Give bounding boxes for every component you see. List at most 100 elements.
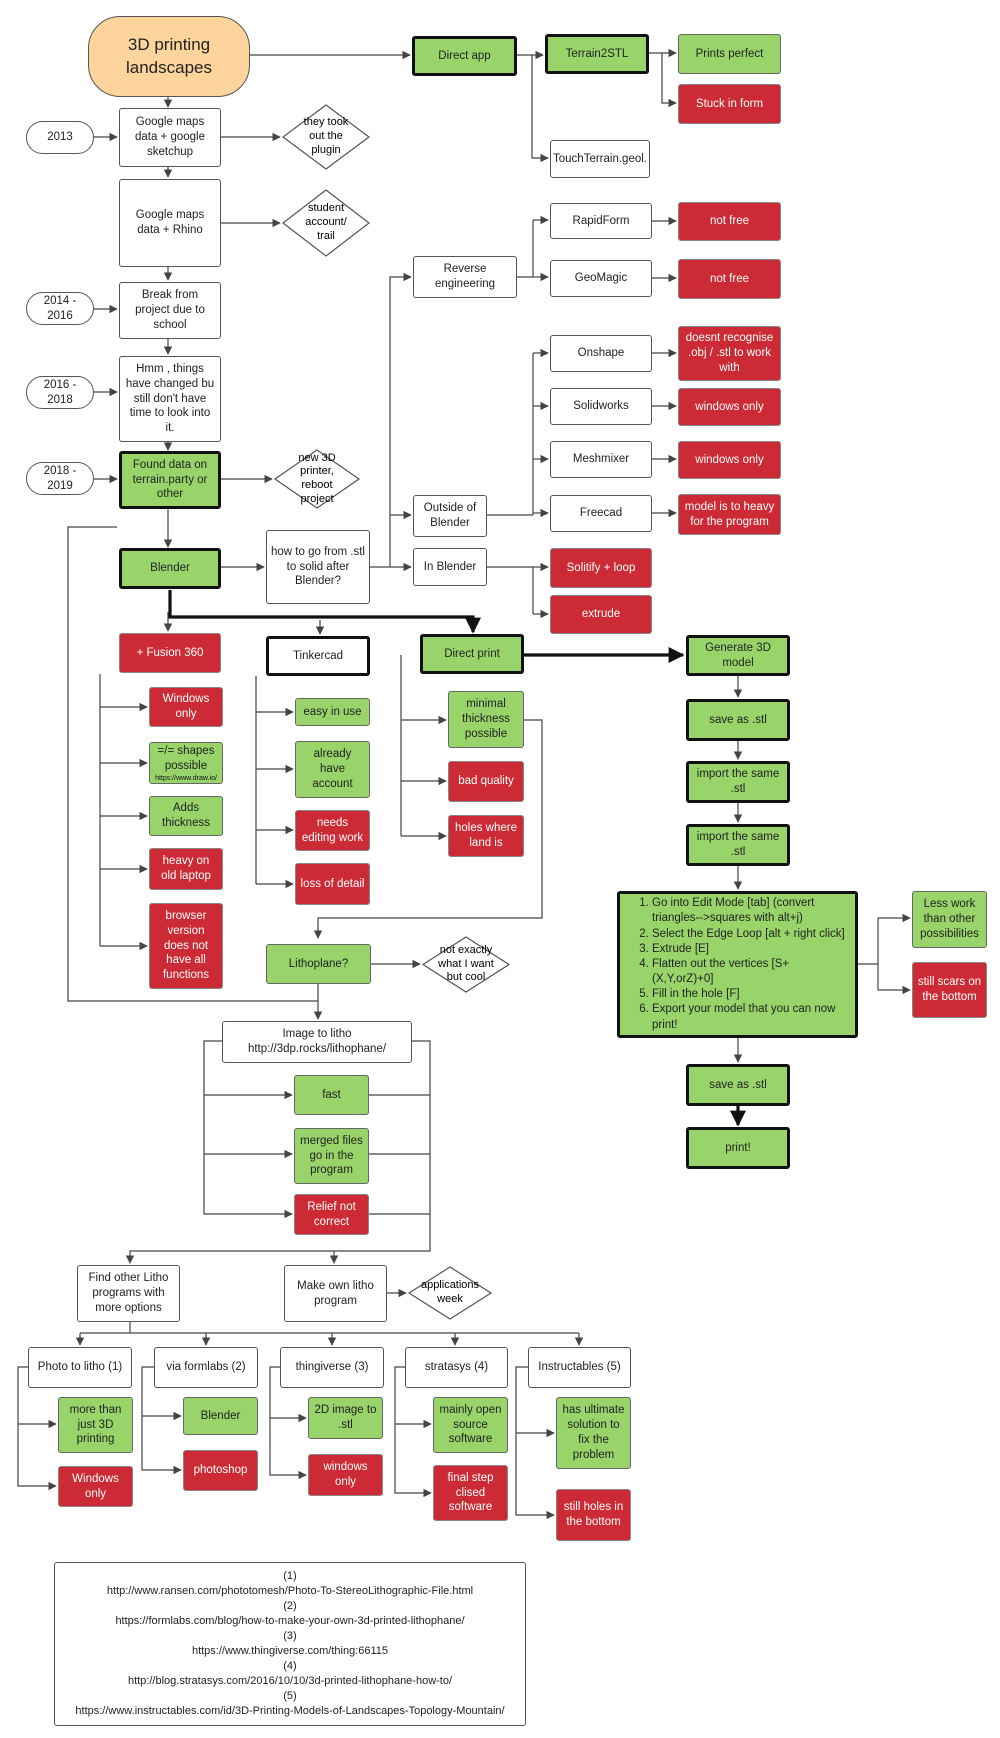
tinkercad-editing-node: needs editing work: [295, 810, 370, 851]
blender-node: Blender: [119, 548, 221, 589]
meshmixer-note-node: windows only: [678, 441, 781, 479]
fusion-shapes-url: https://www.draw.io/: [155, 774, 217, 782]
applications-week-text: applications week: [420, 1279, 480, 1305]
touchterrain-node: TouchTerrain.geol.: [550, 140, 650, 178]
took-plugin-text: they took out the plugin: [303, 116, 349, 156]
dp-thickness-node: minimal thickness possible: [448, 691, 524, 748]
ref-1-url[interactable]: http://www.ransen.com/phototomesh/Photo-…: [106, 1585, 474, 1598]
tinkercad-easy-node: easy in use: [295, 698, 370, 726]
less-work-node: Less work than other possibilities: [912, 891, 987, 948]
ref-4-label: (4): [283, 1659, 297, 1672]
ref-2-label: (2): [283, 1600, 297, 1613]
ref-4-url[interactable]: http://blog.stratasys.com/2016/10/10/3d-…: [127, 1674, 453, 1687]
image-to-litho-node: Image to litho http://3dp.rocks/lithopha…: [222, 1021, 412, 1063]
find-other-litho-node: Find other Litho programs with more opti…: [77, 1265, 180, 1322]
geomagic-node: GeoMagic: [550, 260, 652, 297]
litho-fast-node: fast: [294, 1075, 369, 1115]
step-5: Fill in the hole [F]: [652, 987, 845, 1002]
photo-windows-node: Windows only: [58, 1466, 133, 1507]
step-4: Flatten out the vertices [S+(X,Y,orZ)+0]: [652, 957, 845, 987]
via-formlabs-node: via formlabs (2): [154, 1347, 258, 1388]
stratasys-node: stratasys (4): [405, 1347, 508, 1388]
year-2016-2018-pill: 2016 - 2018: [26, 376, 94, 409]
year-2013-pill: 2013: [26, 121, 94, 154]
import-stl-2-node: import the same .stl: [686, 824, 790, 866]
not-exactly-decision: not exactly what I want but cool: [421, 936, 511, 993]
rapidform-node: RapidForm: [550, 203, 652, 239]
blender-steps-node: Go into Edit Mode [tab] (convert triangl…: [617, 891, 858, 1038]
instructables-holes-node: still holes in the bottom: [556, 1489, 631, 1541]
fusion-shapes-node: =/= shapes possible https://www.draw.io/: [149, 742, 223, 784]
fusion-360-node: + Fusion 360: [119, 633, 221, 673]
new-printer-text: new 3D printer, reboot project: [298, 451, 336, 505]
tinkercad-account-node: already have account: [295, 741, 370, 798]
ref-3-url[interactable]: https://www.thingiverse.com/thing:66115: [191, 1645, 389, 1657]
import-stl-1-node: import the same .stl: [686, 761, 790, 803]
fusion-adds-thickness-node: Adds thickness: [149, 796, 223, 836]
litho-relief-node: Relief not correct: [294, 1194, 369, 1235]
step-3: Extrude [E]: [652, 942, 845, 957]
solidworks-node: Solidworks: [550, 388, 652, 425]
fusion-windows-only-node: Windows only: [149, 687, 223, 727]
solidify-loop-node: Solitify + loop: [550, 548, 652, 588]
make-own-litho-node: Make own litho program: [284, 1265, 387, 1322]
not-exactly-text: not exactly what I want but cool: [438, 943, 494, 984]
still-scars-node: still scars on the bottom: [912, 962, 987, 1018]
ref-2-url[interactable]: https://formlabs.com/blog/how-to-make-yo…: [115, 1615, 465, 1628]
ref-1-label: (1): [283, 1570, 297, 1583]
stratasys-final-node: final step clised software: [433, 1465, 508, 1521]
outside-blender-node: Outside of Blender: [413, 495, 487, 537]
applications-week-decision: applications week: [407, 1266, 493, 1320]
new-printer-decision: new 3D printer, reboot project: [273, 449, 361, 509]
ref-5-label: (5): [283, 1689, 297, 1702]
stl-to-solid-node: how to go from .stl to solid after Blend…: [266, 530, 370, 604]
step-6: Export your model that you can now print…: [652, 1002, 845, 1032]
photo-to-litho-node: Photo to litho (1): [28, 1347, 132, 1388]
formlabs-photoshop-node: photoshop: [183, 1450, 258, 1491]
formlabs-blender-node: Blender: [183, 1397, 258, 1435]
tinkercad-detail-node: loss of detail: [295, 863, 370, 905]
onshape-node: Onshape: [550, 335, 652, 372]
rapidform-not-free-node: not free: [678, 202, 781, 241]
save-stl-2-node: save as .stl: [686, 1064, 790, 1106]
freecad-note-node: model is to heavy for the program: [678, 494, 781, 535]
year-2014-2016-pill: 2014 - 2016: [26, 292, 94, 325]
ref-3-label: (3): [283, 1630, 297, 1643]
ref-5-url[interactable]: https://www.instructables.com/id/3D-Prin…: [75, 1704, 505, 1717]
stratasys-open-node: mainly open source software: [433, 1397, 508, 1453]
thingiverse-node: thingiverse (3): [280, 1347, 384, 1388]
meshmixer-node: Meshmixer: [550, 441, 652, 478]
stuck-in-form-node: Stuck in form: [678, 84, 781, 124]
found-data-node: Found data on terrain.party or other: [119, 451, 221, 509]
title-node: 3D printing landscapes: [88, 16, 250, 97]
terrain2stl-node: Terrain2STL: [545, 34, 649, 74]
google-sketchup-node: Google maps data + google sketchup: [119, 108, 221, 167]
year-2018-2019-pill: 2018 - 2019: [26, 462, 94, 495]
print-node: print!: [686, 1127, 790, 1169]
freecad-node: Freecad: [550, 495, 652, 532]
direct-app-node: Direct app: [412, 36, 517, 76]
solidworks-note-node: windows only: [678, 388, 781, 426]
in-blender-node: In Blender: [413, 548, 487, 586]
instructables-node: Instructables (5): [528, 1347, 631, 1388]
reverse-engineering-node: Reverse engineering: [413, 256, 517, 298]
generate-model-node: Generate 3D model: [686, 635, 790, 676]
step-2: Select the Edge Loop [alt + right click]: [652, 927, 845, 942]
fusion-browser-node: browser version does not have all functi…: [149, 903, 223, 989]
extrude-node: extrude: [550, 595, 652, 634]
break-school-node: Break from project due to school: [119, 282, 221, 339]
references-box: (1) http://www.ransen.com/phototomesh/Ph…: [54, 1562, 526, 1726]
fusion-shapes-text: =/= shapes possible: [157, 745, 215, 772]
google-rhino-node: Google maps data + Rhino: [119, 179, 221, 267]
lithoplane-node: Lithoplane?: [266, 944, 371, 984]
prints-perfect-node: Prints perfect: [678, 34, 781, 74]
instructables-solution-node: has ultimate solution to fix the problem: [556, 1397, 631, 1469]
step-1: Go into Edit Mode [tab] (convert triangl…: [652, 896, 845, 926]
fusion-heavy-laptop-node: heavy on old laptop: [149, 848, 223, 890]
photo-more-node: more than just 3D printing: [58, 1397, 133, 1453]
dp-bad-quality-node: bad quality: [448, 761, 524, 802]
thingiverse-windows-node: windows only: [308, 1454, 383, 1496]
student-account-text: student account/ trail: [305, 202, 347, 242]
blender-steps-list: Go into Edit Mode [tab] (convert triangl…: [630, 896, 845, 1033]
